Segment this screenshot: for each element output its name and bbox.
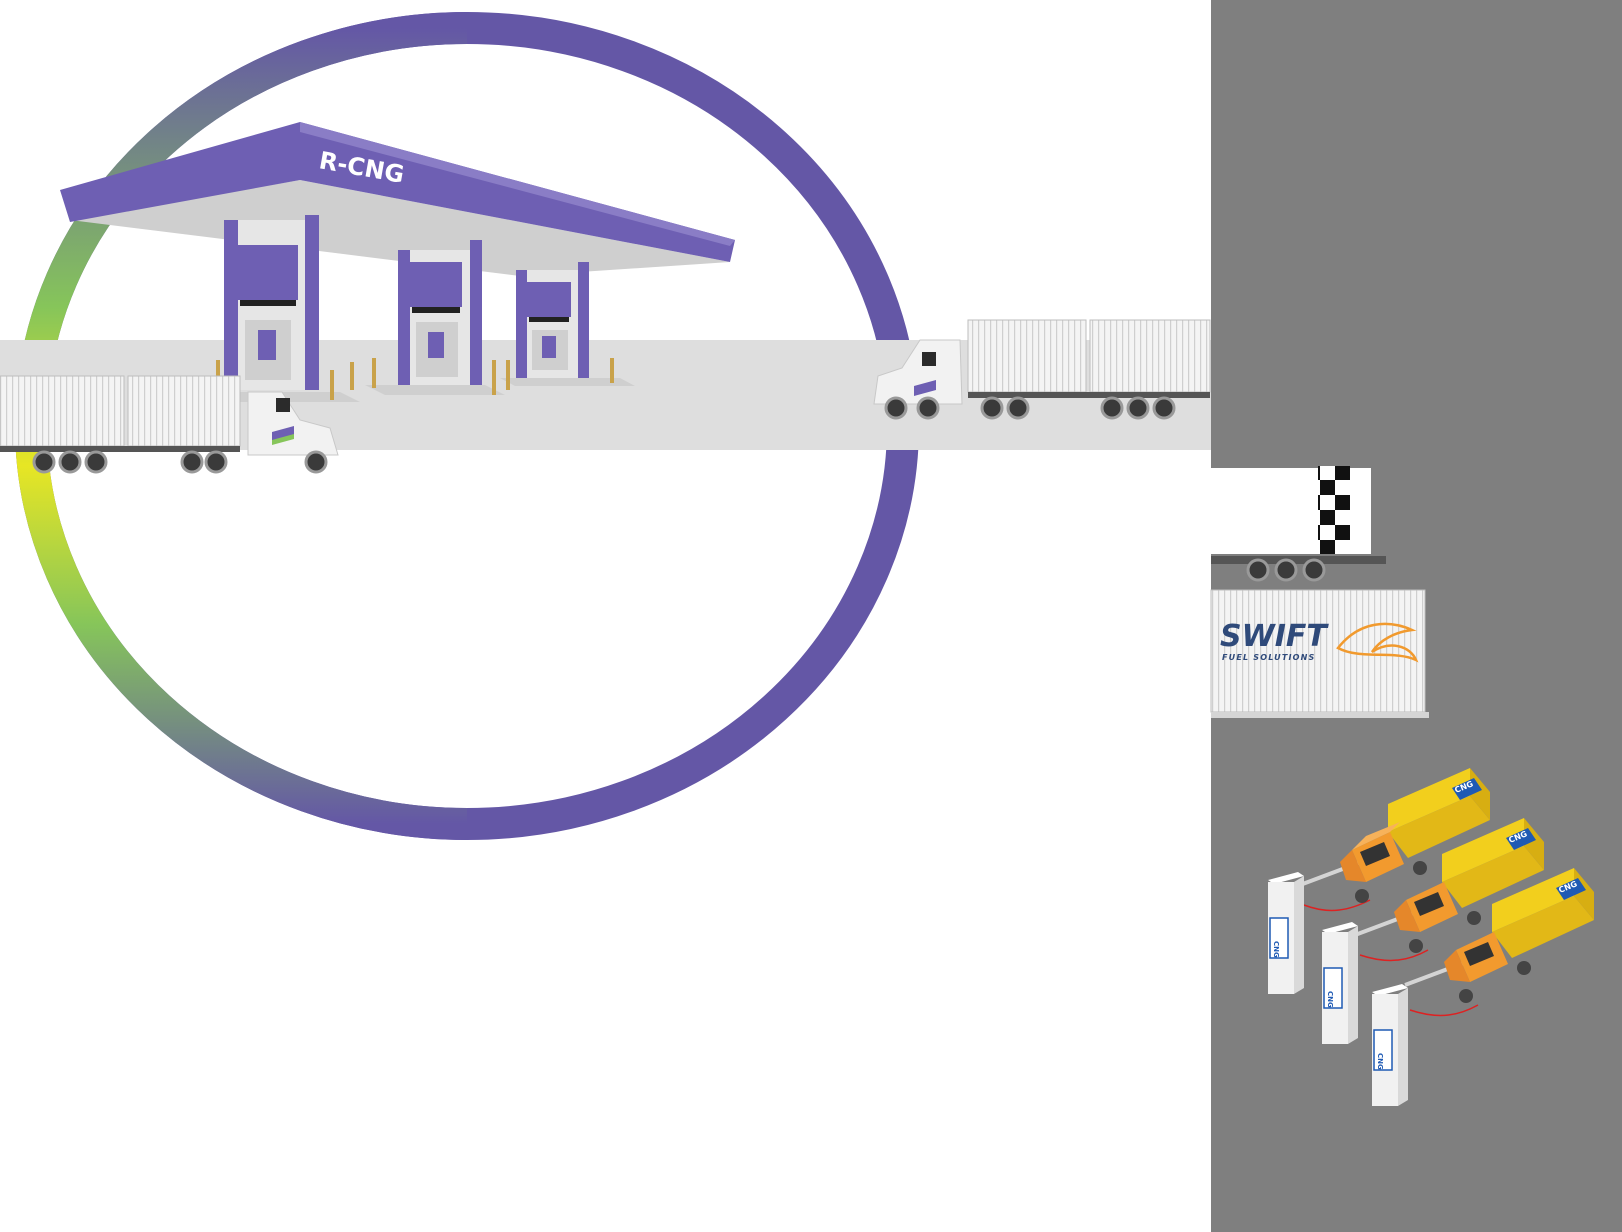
cng-truck-3: CNG — [1444, 868, 1594, 1003]
cng-truck-1: CNG — [1340, 768, 1490, 903]
dispenser-1-label: CNG — [1272, 941, 1280, 958]
tanker-truck-left — [0, 375, 339, 474]
cng-dispenser-2: CNG — [1322, 922, 1358, 1044]
dispenser-2-label: CNG — [1326, 991, 1334, 1008]
trailer-flatbed — [1211, 466, 1386, 582]
swift-brand: SWIFT — [1220, 619, 1329, 654]
tanker-truck-right — [873, 319, 1211, 420]
swift-flame-logo — [1336, 622, 1419, 663]
pump-island-3 — [516, 262, 589, 380]
swift-container: SWIFT FUEL SOLUTIONS — [1210, 589, 1429, 718]
pump-island-1 — [224, 215, 319, 390]
cng-truck-2: CNG — [1394, 818, 1544, 953]
cng-fleet-fueling: CNG CNG CNG — [1268, 768, 1594, 1106]
cng-dispenser-3: CNG — [1372, 984, 1408, 1106]
swift-tagline: FUEL SOLUTIONS — [1222, 653, 1316, 662]
cng-dispenser-1: CNG — [1268, 872, 1304, 994]
rcng-station: R-CNG — [60, 122, 735, 402]
pump-island-2 — [398, 240, 482, 390]
dispenser-3-label: CNG — [1376, 1053, 1384, 1070]
